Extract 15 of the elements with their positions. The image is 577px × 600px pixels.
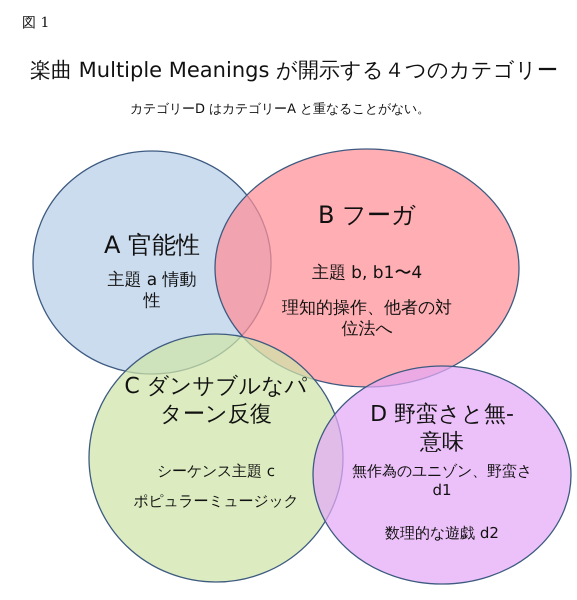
category-text: 主題 a 情動性 bbox=[107, 270, 197, 312]
category-heading: A 官能性 bbox=[102, 230, 202, 260]
category-ellipse bbox=[312, 365, 572, 585]
diagram-title: 楽曲 Multiple Meanings が開示する４つのカテゴリー bbox=[30, 57, 558, 84]
category-text: 主題 b, b1〜4 bbox=[310, 263, 424, 284]
category-heading: C ダンサブルなパターン反復 bbox=[123, 373, 309, 428]
category-text: シーケンス主題 c bbox=[156, 462, 276, 481]
category-text: 理知的操作、他者の対位法へ bbox=[281, 298, 453, 340]
figure-number: 図 1 bbox=[22, 14, 50, 32]
note-text: カテゴリーD はカテゴリーA と重なることがない。 bbox=[130, 101, 430, 118]
category-text: 無作為のユニゾン、野蛮さ d1 bbox=[351, 462, 533, 500]
category-heading: B フーガ bbox=[316, 200, 418, 230]
category-text: 数理的な遊戯 d2 bbox=[384, 524, 500, 543]
category-text: ポピュラーミュージック bbox=[132, 492, 300, 511]
category-heading: D 野蛮さと無-意味 bbox=[369, 401, 515, 456]
